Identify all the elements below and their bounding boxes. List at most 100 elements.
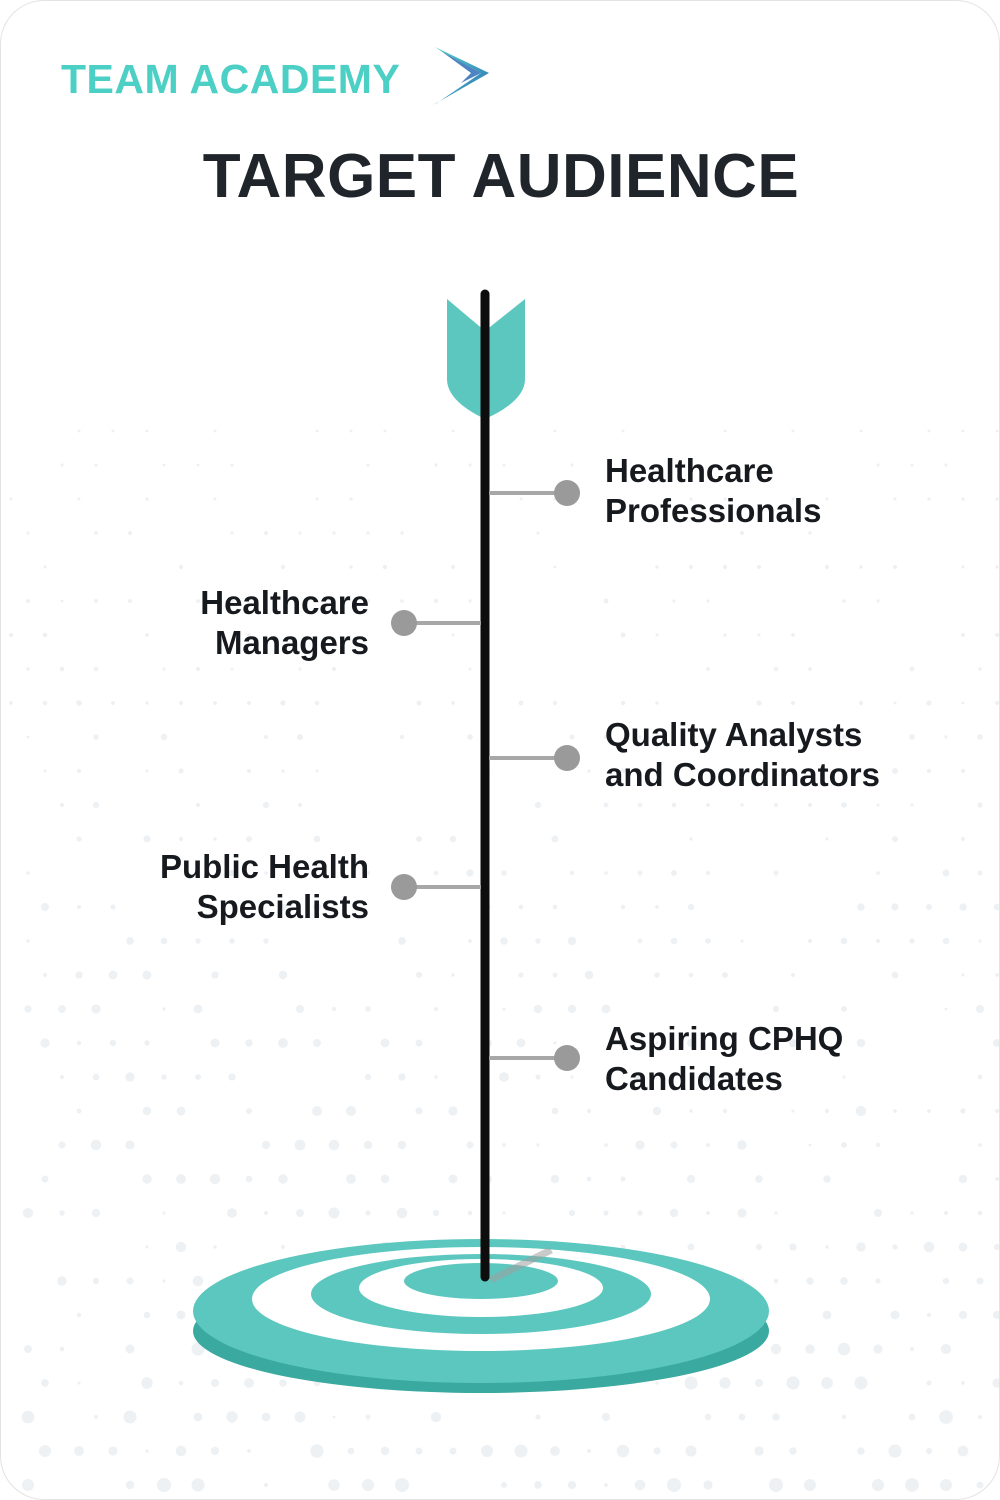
background-dot (176, 1106, 186, 1116)
background-dot (553, 429, 557, 433)
background-dot (434, 463, 438, 467)
audience-label-line: Specialists (196, 888, 369, 925)
connector-dot (554, 745, 580, 771)
background-dot (977, 802, 983, 808)
background-dot (230, 531, 234, 535)
background-dot (587, 769, 591, 773)
background-dot (8, 632, 14, 638)
background-dot (58, 1141, 66, 1149)
background-dot (108, 970, 118, 980)
background-dot (926, 904, 932, 910)
background-dot (688, 972, 694, 978)
background-dot (841, 802, 847, 808)
background-dot (363, 1140, 373, 1150)
background-dot (740, 939, 744, 943)
brand-header: TEAM ACADEMY (61, 47, 489, 109)
audience-label-line: Aspiring CPHQ (605, 1020, 844, 1057)
background-dot (332, 531, 336, 535)
background-dot (21, 1410, 35, 1424)
background-dot (637, 938, 643, 944)
background-dot (178, 564, 184, 570)
background-dot (774, 1211, 778, 1215)
background-dot (247, 769, 251, 773)
background-dot (213, 429, 217, 433)
background-dot (451, 973, 455, 977)
background-dot (535, 1074, 541, 1080)
background-dot (940, 1343, 952, 1355)
background-dot (60, 463, 64, 467)
audience-label-line: Public Health (159, 848, 369, 885)
background-dot (773, 870, 779, 876)
background-dot (128, 531, 132, 535)
background-dot (246, 700, 252, 706)
background-dot (213, 837, 217, 841)
background-dot (722, 564, 728, 570)
background-dot (637, 870, 643, 876)
background-dot (842, 1075, 846, 1079)
background-dot (874, 1209, 882, 1217)
background-dot (518, 700, 524, 706)
connector-dot (554, 1045, 580, 1071)
background-dot (858, 700, 864, 706)
background-dot (994, 1108, 999, 1114)
background-dot (961, 837, 965, 841)
background-dot (466, 1141, 474, 1149)
background-dot (281, 1245, 285, 1249)
background-dot (723, 429, 727, 433)
background-dot (313, 1039, 321, 1047)
background-dot (841, 1414, 847, 1420)
background-dot (178, 768, 184, 774)
background-dot (230, 463, 234, 467)
background-dot (770, 1343, 782, 1355)
background-dot (39, 1445, 51, 1457)
background-dot (111, 701, 115, 705)
background-dot (961, 973, 965, 977)
background-dot (397, 1140, 407, 1150)
background-dot (601, 1412, 611, 1422)
background-dot (502, 1007, 506, 1011)
background-dot (671, 802, 677, 808)
background-dot (247, 633, 251, 637)
background-dot (26, 599, 30, 603)
background-dot (126, 937, 134, 945)
background-dot (737, 1140, 747, 1150)
background-dot (961, 565, 965, 569)
background-dot (773, 666, 779, 672)
background-dot (125, 1072, 135, 1082)
background-dot (977, 734, 983, 740)
background-dot (773, 802, 779, 808)
background-dot (551, 1107, 559, 1115)
background-dot (518, 904, 524, 910)
background-dot (226, 1411, 238, 1423)
background-dot (875, 938, 881, 944)
background-dot (958, 1174, 968, 1184)
background-dot (927, 429, 931, 433)
background-dot (161, 870, 167, 876)
background-dot (892, 1244, 898, 1250)
background-dot (90, 1139, 102, 1151)
background-dot (195, 802, 201, 808)
background-dot (176, 1310, 186, 1320)
background-dot (737, 1208, 747, 1218)
background-dot (9, 497, 13, 501)
background-dot (211, 971, 219, 979)
background-dot (366, 871, 370, 875)
background-dot (652, 1106, 662, 1116)
background-dot (383, 429, 387, 433)
page-title: TARGET AUDIENCE (202, 142, 800, 211)
background-dot (689, 1109, 693, 1113)
background-dot (380, 1446, 390, 1456)
background-dot (126, 1277, 134, 1285)
background-dot (314, 700, 320, 706)
background-dot (553, 1041, 557, 1045)
background-dot (824, 564, 830, 570)
background-dot (671, 870, 677, 876)
background-dot (345, 1105, 357, 1117)
background-dot (396, 1207, 408, 1219)
background-dot (842, 599, 846, 603)
background-dot (213, 497, 217, 501)
chevron-arrow-logo-icon (433, 47, 489, 105)
background-dot (926, 768, 932, 774)
background-dot (448, 1106, 458, 1116)
background-dot (773, 1278, 779, 1284)
